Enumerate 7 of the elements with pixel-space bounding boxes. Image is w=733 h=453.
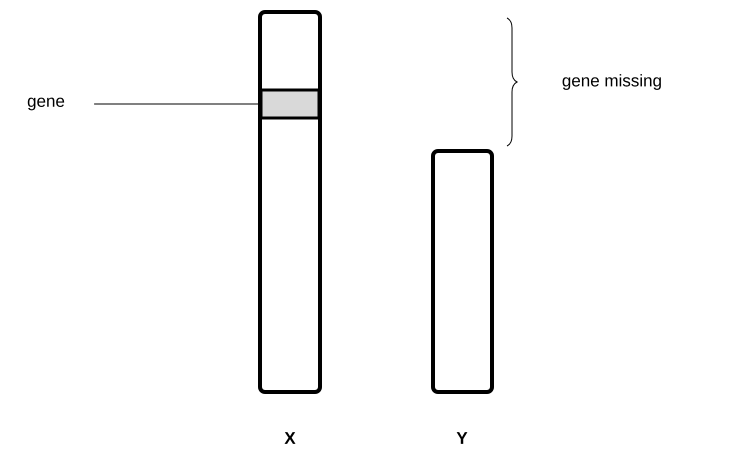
chromosome: Y [431, 149, 494, 444]
node-label: X [284, 432, 296, 444]
chromosome: X [258, 10, 322, 444]
label-text: gene [28, 98, 64, 110]
node-label: Y [456, 432, 468, 444]
gene-band [260, 88, 320, 120]
label-text: gene missing [562, 74, 661, 90]
